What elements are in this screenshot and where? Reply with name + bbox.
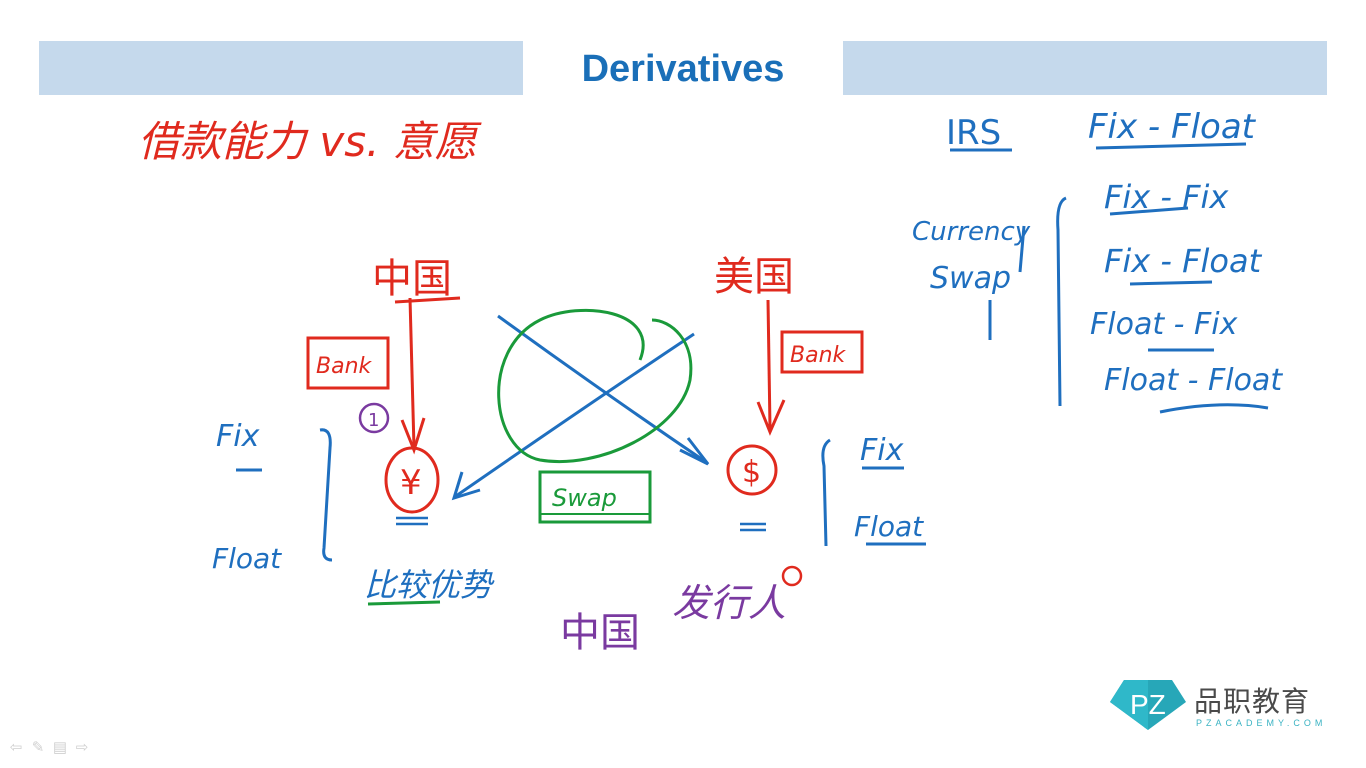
china-top-underline xyxy=(394,296,461,304)
logo-name-cn: 品职教育 xyxy=(1194,685,1311,718)
float-right-label: Float xyxy=(854,510,924,543)
issuer-label: 发行人 xyxy=(672,581,786,625)
arrow-usa-head xyxy=(756,399,786,436)
swap-box xyxy=(538,470,652,524)
circle-one-label: 1 xyxy=(368,410,379,431)
china-top-label: 中国 xyxy=(372,256,452,302)
irs-type-underline xyxy=(1095,142,1247,150)
currency-swap-label-1: Currency xyxy=(912,217,1031,247)
arrow-china-head xyxy=(400,417,426,455)
cs-item-4-underline xyxy=(1159,403,1269,414)
yuan-symbol: ¥ xyxy=(400,463,422,503)
yuan-circle xyxy=(384,446,440,514)
china-bottom-label: 中国 xyxy=(560,610,640,656)
brace-currency-swap-mid xyxy=(1018,225,1026,273)
cs-item-2-underline xyxy=(1129,280,1213,286)
logo-diamond-icon: PZ xyxy=(1110,680,1186,730)
irs-type-label: Fix - Float xyxy=(1088,107,1257,147)
bank-box-right xyxy=(780,330,864,374)
next-slide-icon[interactable]: ⇨ xyxy=(75,739,89,756)
arrow-cross-to-dollar-head xyxy=(679,437,710,466)
dollar-symbol: $ xyxy=(742,455,761,490)
prev-slide-icon[interactable]: ⇦ xyxy=(9,739,23,756)
float-left-label: Float xyxy=(212,542,282,575)
cs-item-1-underline xyxy=(1109,206,1189,216)
cs-item-2: Fix - Float xyxy=(1104,242,1263,280)
fix-right-label: Fix xyxy=(860,433,904,468)
brace-currency-swap xyxy=(1056,196,1067,407)
arrow-cross-to-dollar xyxy=(497,314,707,464)
slide-menu-icon[interactable]: ▤ xyxy=(52,739,68,756)
arrow-cross-to-yuan xyxy=(455,332,695,498)
brace-right xyxy=(821,438,831,547)
bank-box-left xyxy=(306,336,390,390)
cs-item-4: Float - Float xyxy=(1104,363,1283,398)
bank-left-label: Bank xyxy=(316,354,373,379)
logo-mark: PZ xyxy=(1130,689,1166,720)
pen-tool-icon[interactable]: ✎ xyxy=(31,739,45,756)
currency-swap-label-2: Swap xyxy=(930,261,1011,296)
dollar-circle xyxy=(726,444,778,496)
issuer-red-circle xyxy=(781,565,803,587)
title-bar-right xyxy=(843,41,1327,95)
title-bar-left xyxy=(39,41,523,95)
comparative-advantage-underline xyxy=(367,600,441,606)
circle-one xyxy=(358,402,390,434)
arrow-cross-to-yuan-head xyxy=(451,471,481,501)
heading-cn: 借款能力 vs. 意愿 xyxy=(138,117,482,166)
logo-name-en: PZACADEMY.COM xyxy=(1196,718,1327,728)
swap-box-label: Swap xyxy=(552,484,617,512)
slideshow-nav: ⇦ ✎ ▤ ⇨ xyxy=(8,738,90,758)
bank-right-label: Bank xyxy=(790,343,847,368)
usa-top-label: 美国 xyxy=(714,254,794,300)
arrow-china-down xyxy=(408,297,416,449)
irs-label: IRS xyxy=(946,113,1001,153)
arrow-usa-down xyxy=(766,299,772,429)
fix-left-label: Fix xyxy=(216,419,260,454)
slide-title: Derivatives xyxy=(581,48,785,90)
brace-left xyxy=(319,428,333,562)
comparative-advantage-label: 比较优势 xyxy=(364,566,495,604)
green-swap-loop xyxy=(497,308,693,463)
cs-item-3: Float - Fix xyxy=(1090,307,1238,342)
pzacademy-logo: PZ 品职教育 PZACADEMY.COM xyxy=(1108,676,1338,736)
